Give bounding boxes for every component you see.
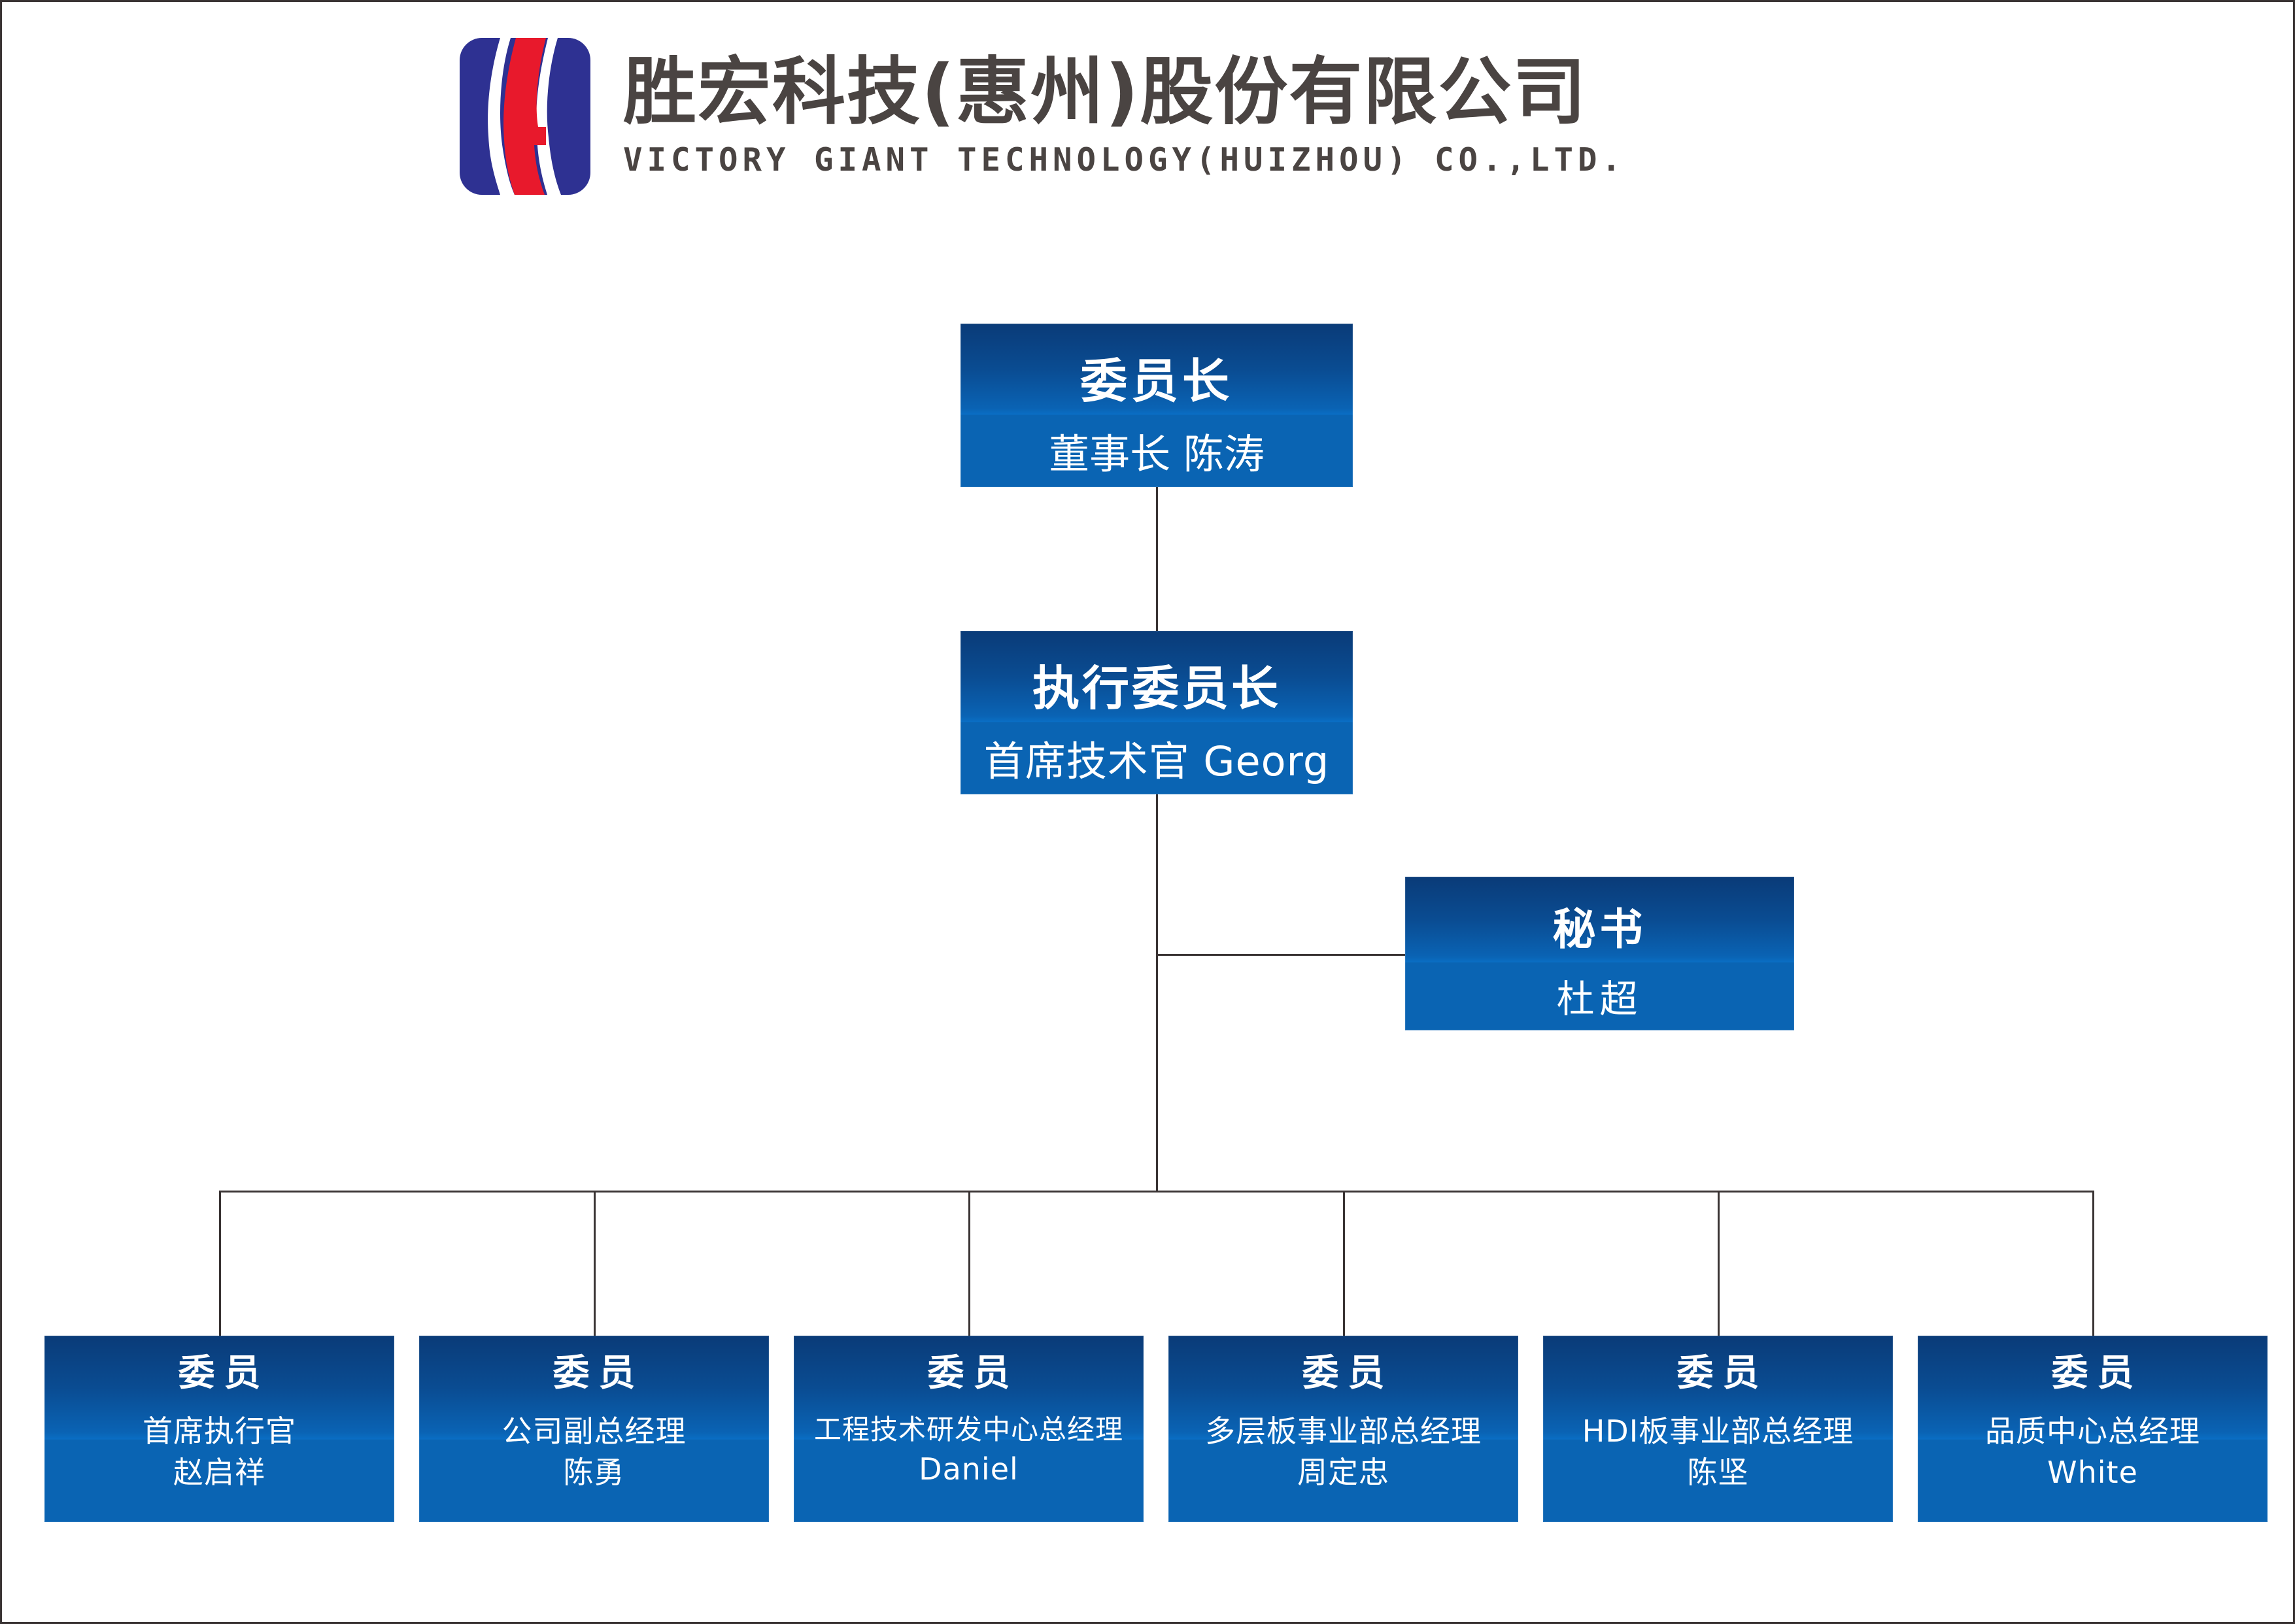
connector-drop-member-1 xyxy=(219,1191,221,1336)
node-member-3-detail: 工程技术研发中心总经理 Daniel xyxy=(813,1413,1123,1487)
node-member-5-role: HDI板事业部总经理 xyxy=(1582,1413,1854,1449)
node-executive-title: 执行委员长 xyxy=(1032,661,1281,716)
node-member-1-title: 委员 xyxy=(178,1352,270,1395)
company-name-cn: 胜宏科技(惠州)股份有限公司 xyxy=(623,49,1588,135)
node-member-1-detail: 首席执行官 赵启祥 xyxy=(143,1414,296,1490)
node-executive-subtitle: 首席技术官 Georg xyxy=(983,737,1330,785)
node-member-1-name: 赵启祥 xyxy=(173,1454,265,1490)
victory-giant-s-logo-icon xyxy=(460,38,590,195)
node-secretary-subtitle: 杜超 xyxy=(1556,977,1643,1021)
node-executive-chairman[interactable]: 执行委员长 首席技术官 Georg xyxy=(960,631,1353,794)
node-member-2-role: 公司副总经理 xyxy=(502,1413,687,1449)
connector-drop-member-6 xyxy=(2092,1191,2094,1336)
connector-chairman-to-executive xyxy=(1156,487,1158,631)
node-member-4-name: 周定忠 xyxy=(1297,1454,1389,1490)
company-name-en: VICTORY GIANT TECHNOLOGY(HUIZHOU) CO.,LT… xyxy=(623,141,1626,179)
node-member-1-role: 首席执行官 xyxy=(143,1413,296,1449)
node-secretary-title: 秘书 xyxy=(1552,904,1647,955)
connector-drop-member-5 xyxy=(1718,1191,1720,1336)
node-secretary[interactable]: 秘书 杜超 xyxy=(1405,877,1794,1030)
node-member-5-name: 陈坚 xyxy=(1687,1454,1749,1490)
node-member-3-role: 工程技术研发中心总经理 xyxy=(813,1413,1123,1446)
node-member-5-detail: HDI板事业部总经理 陈坚 xyxy=(1582,1414,1854,1490)
company-header: 胜宏科技(惠州)股份有限公司 VICTORY GIANT TECHNOLOGY(… xyxy=(460,38,1625,195)
node-member-6-name: White xyxy=(2047,1454,2138,1490)
node-member-3[interactable]: 委员 工程技术研发中心总经理 Daniel xyxy=(794,1336,1144,1522)
node-member-4-detail: 多层板事业部总经理 周定忠 xyxy=(1205,1414,1482,1490)
node-member-6-title: 委员 xyxy=(2051,1352,2143,1395)
node-chairman-title: 委员长 xyxy=(1080,354,1233,409)
node-member-2[interactable]: 委员 公司副总经理 陈勇 xyxy=(419,1336,769,1522)
node-member-6-role: 品质中心总经理 xyxy=(1985,1413,2200,1449)
node-chairman-subtitle: 董事长 陈涛 xyxy=(1049,430,1265,478)
node-member-4-role: 多层板事业部总经理 xyxy=(1205,1413,1482,1449)
company-name-block: 胜宏科技(惠州)股份有限公司 VICTORY GIANT TECHNOLOGY(… xyxy=(623,49,1626,179)
connector-member-bus xyxy=(219,1191,2094,1193)
node-member-2-name: 陈勇 xyxy=(563,1454,625,1490)
node-chairman[interactable]: 委员长 董事长 陈涛 xyxy=(960,324,1353,487)
connector-drop-member-2 xyxy=(594,1191,596,1336)
node-member-6[interactable]: 委员 品质中心总经理 White xyxy=(1918,1336,2268,1522)
node-member-3-title: 委员 xyxy=(927,1352,1019,1395)
node-member-5-title: 委员 xyxy=(1676,1352,1769,1395)
node-member-2-detail: 公司副总经理 陈勇 xyxy=(502,1414,687,1490)
connector-executive-trunk xyxy=(1156,794,1158,1192)
node-member-1[interactable]: 委员 首席执行官 赵启祥 xyxy=(44,1336,394,1522)
node-member-4[interactable]: 委员 多层板事业部总经理 周定忠 xyxy=(1168,1336,1518,1522)
node-member-6-detail: 品质中心总经理 White xyxy=(1985,1414,2200,1490)
connector-drop-member-4 xyxy=(1343,1191,1345,1336)
node-member-2-title: 委员 xyxy=(552,1352,645,1395)
connector-drop-member-3 xyxy=(968,1191,970,1336)
connector-executive-to-secretary xyxy=(1156,954,1406,956)
node-member-3-name: Daniel xyxy=(919,1451,1019,1487)
node-member-5[interactable]: 委员 HDI板事业部总经理 陈坚 xyxy=(1543,1336,1893,1522)
node-member-4-title: 委员 xyxy=(1302,1352,1394,1395)
